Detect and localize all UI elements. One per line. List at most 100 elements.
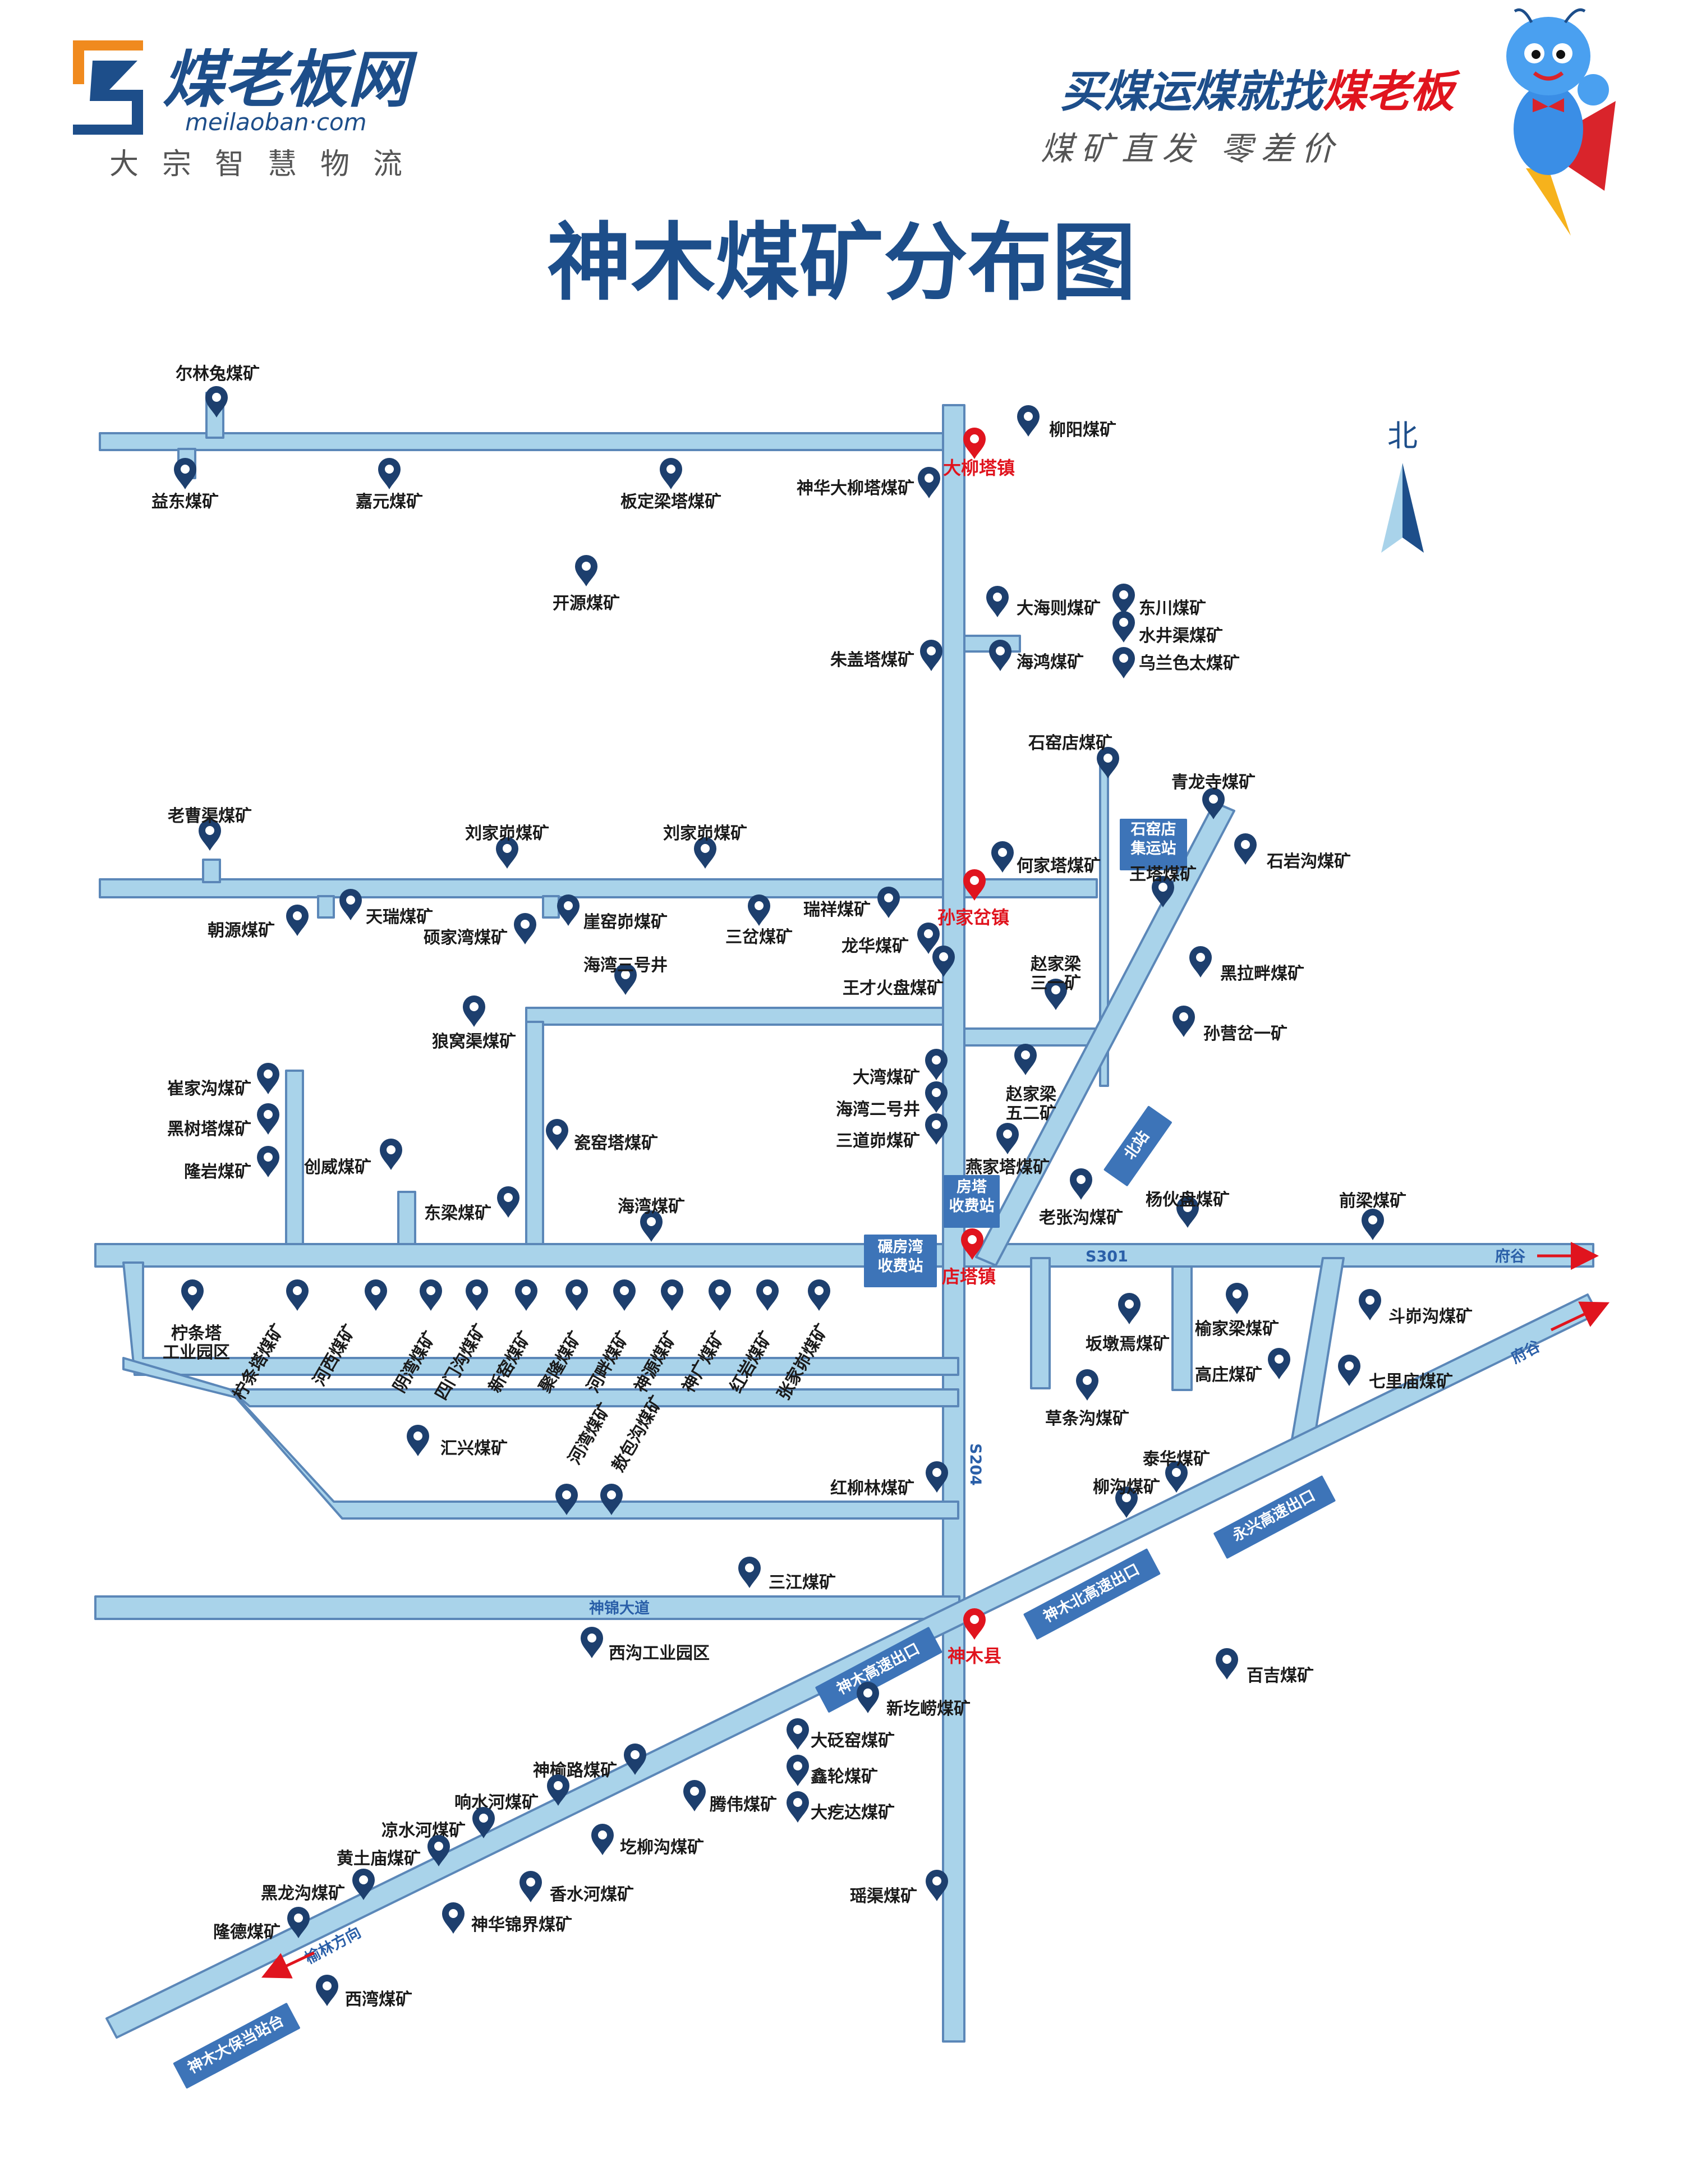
mine-pin-icon[interactable] [466, 1279, 488, 1311]
town-pin-icon[interactable] [963, 1608, 986, 1640]
mine-pin-icon[interactable] [1118, 1293, 1141, 1324]
mine-label: 狼窝渠煤矿 [432, 1032, 516, 1052]
mine-label: 大湾煤矿 [853, 1068, 920, 1088]
mine-pin-icon[interactable] [581, 1627, 603, 1658]
mine-pin-icon[interactable] [257, 1103, 279, 1135]
mine-pin-icon[interactable] [986, 586, 1009, 617]
mine-pins: 尔林兔煤矿益东煤矿嘉元煤矿板定梁塔煤矿神华大柳塔煤矿柳阳煤矿开源煤矿大海则煤矿东… [151, 364, 1473, 2009]
mine-pin-icon[interactable] [442, 1902, 465, 1934]
mine-label: 凉水河煤矿 [381, 1821, 466, 1841]
mine-pin-icon[interactable] [181, 1279, 204, 1311]
mine-pin-icon[interactable] [257, 1146, 279, 1177]
brand-logo: 煤老板网 meilaoban·com 大宗智慧物流 [73, 40, 418, 181]
mine-pin-icon[interactable] [877, 887, 900, 918]
mine-pin-icon[interactable] [365, 1279, 387, 1311]
mine-pin-icon[interactable] [420, 1279, 442, 1311]
mine-pin-icon[interactable] [463, 995, 485, 1027]
mine-label: 瑞祥煤矿 [803, 900, 871, 920]
mine-pin-icon[interactable] [514, 913, 536, 944]
mine-pin-icon[interactable] [920, 640, 942, 671]
mine-pin-icon[interactable] [738, 1557, 761, 1588]
mine-label: 圪柳沟煤矿 [620, 1838, 704, 1857]
mine-label: 燕家塔煤矿 [965, 1158, 1050, 1177]
mine-label: 龙华煤矿 [842, 937, 909, 956]
road-label-fugu-1: 府谷 [1495, 1247, 1526, 1265]
mine-pin-icon[interactable] [174, 458, 196, 489]
mine-pin-icon[interactable] [286, 1279, 309, 1311]
mine-pin-icon[interactable] [756, 1279, 779, 1311]
mine-label: 高庄煤矿 [1195, 1365, 1262, 1385]
mine-label: 坂墩焉煤矿 [1086, 1334, 1170, 1354]
mine-pin-icon[interactable] [808, 1279, 830, 1311]
mine-pin-icon[interactable] [519, 1871, 542, 1902]
mine-pin-icon[interactable] [380, 1139, 402, 1170]
mine-pin-icon[interactable] [918, 467, 940, 498]
mine-pin-icon[interactable] [1017, 405, 1040, 437]
mine-label: 斗峁沟煤矿 [1388, 1307, 1473, 1327]
mine-label: 鑫轮煤矿 [811, 1767, 878, 1787]
mine-pin-icon[interactable] [1112, 647, 1135, 678]
town-label: 神木县 [948, 1645, 1001, 1667]
mine-pin-icon[interactable] [497, 1186, 519, 1218]
mine-pin-icon[interactable] [1359, 1289, 1381, 1320]
mine-label: 大海则煤矿 [1017, 599, 1101, 618]
mine-label: 创威煤矿 [304, 1158, 371, 1177]
station-tag: 神木大保当站台 [173, 2003, 300, 2089]
mine-label: 乌兰色太煤矿 [1139, 654, 1240, 673]
mine-pin-icon[interactable] [991, 841, 1014, 873]
station-tag-label: 石窑店集运站 [1130, 821, 1176, 857]
mine-label: 柳阳煤矿 [1049, 420, 1116, 440]
mine-pin-icon[interactable] [661, 1279, 683, 1311]
slogan-sub: 煤矿直发 零差价 [1041, 130, 1341, 168]
mine-label: 朱盖塔煤矿 [830, 650, 914, 670]
mine-pin-icon[interactable] [1234, 833, 1257, 865]
road-label-s204: S204 [967, 1443, 984, 1486]
slogan: 买煤运煤就找煤老板 煤矿直发 零差价 [1041, 67, 1461, 168]
mine-pin-icon[interactable] [286, 905, 309, 936]
mine-pin-icon[interactable] [1268, 1348, 1290, 1379]
mine-pin-icon[interactable] [557, 894, 580, 926]
station-tag-label: 房塔收费站 [949, 1178, 995, 1215]
road-label-s301: S301 [1086, 1248, 1128, 1265]
mine-pin-icon[interactable] [1112, 611, 1135, 643]
mine-pin-icon[interactable] [339, 889, 362, 920]
mine-pin-icon[interactable] [1216, 1648, 1238, 1680]
mine-pin-icon[interactable] [748, 894, 770, 926]
mine-pin-icon[interactable] [683, 1780, 706, 1811]
mine-pin-icon[interactable] [787, 1791, 809, 1823]
mine-pin-icon[interactable] [709, 1279, 731, 1311]
town-pin-icon[interactable] [963, 428, 986, 459]
mine-pin-icon[interactable] [1172, 1006, 1195, 1037]
mine-pin-icon[interactable] [257, 1063, 279, 1094]
mine-pin-icon[interactable] [565, 1279, 588, 1311]
mine-pin-icon[interactable] [1226, 1283, 1248, 1314]
mine-pin-icon[interactable] [407, 1425, 429, 1456]
mine-pin-icon[interactable] [546, 1119, 568, 1150]
mine-pin-icon[interactable] [1362, 1209, 1384, 1240]
mine-pin-icon[interactable] [378, 458, 401, 489]
compass-label: 北 [1387, 418, 1418, 453]
mine-pin-icon[interactable] [591, 1824, 614, 1855]
mine-pin-icon[interactable] [515, 1279, 537, 1311]
mine-label: 大疙达煤矿 [811, 1803, 895, 1823]
mine-pin-icon[interactable] [996, 1123, 1019, 1154]
mine-pin-icon[interactable] [787, 1718, 809, 1750]
mine-pin-icon[interactable] [787, 1755, 809, 1786]
mine-pin-icon[interactable] [1014, 1044, 1037, 1075]
mine-pin-icon[interactable] [1112, 584, 1135, 615]
mine-pin-icon[interactable] [613, 1279, 636, 1311]
mine-pin-icon[interactable] [660, 458, 682, 489]
mine-pin-icon[interactable] [1070, 1168, 1092, 1200]
mine-pin-icon[interactable] [857, 1682, 879, 1713]
station-tag: 石窑店集运站 [1120, 819, 1187, 870]
mine-pin-icon[interactable] [989, 640, 1011, 671]
mine-pin-icon[interactable] [1338, 1355, 1360, 1386]
mine-label: 百吉煤矿 [1247, 1666, 1314, 1686]
mine-label: 海鸿煤矿 [1017, 653, 1084, 672]
mine-pin-icon[interactable] [316, 1975, 338, 2006]
mine-pin-icon[interactable] [1189, 946, 1212, 978]
mine-pin-icon[interactable] [1076, 1369, 1098, 1401]
town-label: 店塔镇 [942, 1266, 996, 1287]
mine-pin-icon[interactable] [575, 555, 597, 586]
